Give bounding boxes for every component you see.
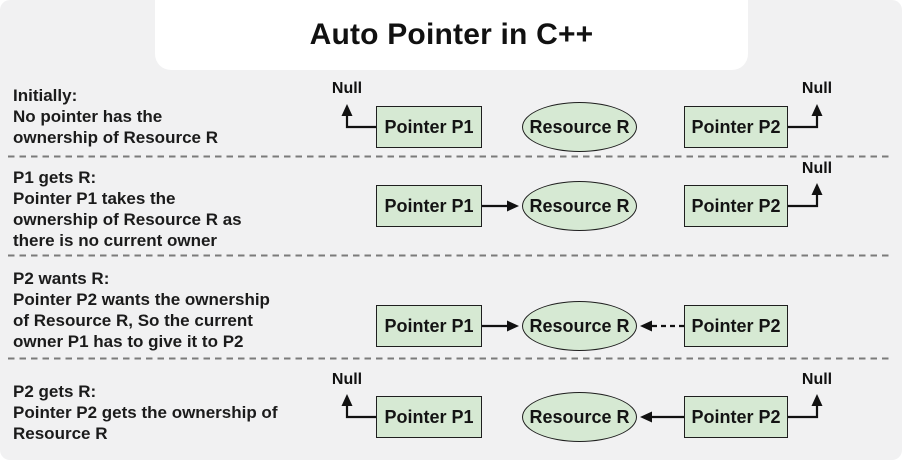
row2-line4: there is no current owner	[13, 231, 218, 250]
page-title: Auto Pointer in C++	[309, 18, 594, 51]
row1-description: Initially: No pointer has the ownership …	[13, 85, 218, 148]
row4-pointer-p2-box: Pointer P2	[684, 396, 788, 438]
arrow-row4-p1-to-null	[341, 394, 376, 419]
row4-null-left-label: Null	[331, 371, 363, 388]
row4-resource-ellipse: Resource R	[522, 392, 637, 442]
row2-description: P1 gets R: Pointer P1 takes the ownershi…	[13, 167, 242, 251]
row2-pointer-p2-box: Pointer P2	[684, 185, 788, 227]
row4-line1: P2 gets R:	[13, 382, 97, 401]
row4-line3: Resource R	[13, 424, 108, 443]
row1-pointer-p2-box: Pointer P2	[684, 106, 788, 148]
row3-resource-ellipse: Resource R	[522, 301, 637, 351]
row2-line2: Pointer P1 takes the	[13, 189, 176, 208]
row2-line3: ownership of Resource R as	[13, 210, 242, 229]
row2-null-right-label: Null	[801, 160, 833, 177]
row3-pointer-p1-box: Pointer P1	[376, 305, 482, 347]
row4-line2: Pointer P2 gets the ownership of	[13, 403, 278, 422]
row4-description: P2 gets R: Pointer P2 gets the ownership…	[13, 381, 277, 444]
row4-pointer-p1-box: Pointer P1	[376, 396, 482, 438]
row1-resource-ellipse: Resource R	[522, 102, 637, 152]
row3-line3: of Resource R, So the current	[13, 311, 253, 330]
row4-null-right-label: Null	[801, 371, 833, 388]
row2-line1: P1 gets R:	[13, 168, 97, 187]
row1-null-right-label: Null	[801, 80, 833, 97]
title-panel: Auto Pointer in C++	[155, 0, 748, 70]
row1-null-left-label: Null	[331, 80, 363, 97]
row1-line3: ownership of Resource R	[13, 128, 218, 147]
row1-line1: Initially:	[13, 86, 78, 105]
row1-pointer-p1-box: Pointer P1	[376, 106, 482, 148]
arrow-row1-p2-to-null	[788, 104, 823, 129]
row2-pointer-p1-box: Pointer P1	[376, 185, 482, 227]
row3-line4: owner P1 has to give it to P2	[13, 332, 244, 351]
arrow-row1-p1-to-null	[341, 104, 376, 129]
row3-pointer-p2-box: Pointer P2	[684, 305, 788, 347]
row1-line2: No pointer has the	[13, 107, 163, 126]
row3-line1: P2 wants R:	[13, 269, 110, 288]
row2-resource-ellipse: Resource R	[522, 181, 637, 231]
row3-description: P2 wants R: Pointer P2 wants the ownersh…	[13, 268, 270, 352]
arrow-row2-p2-to-null	[788, 183, 823, 208]
row3-line2: Pointer P2 wants the ownership	[13, 290, 270, 309]
arrow-row4-p2-to-null	[788, 394, 823, 419]
